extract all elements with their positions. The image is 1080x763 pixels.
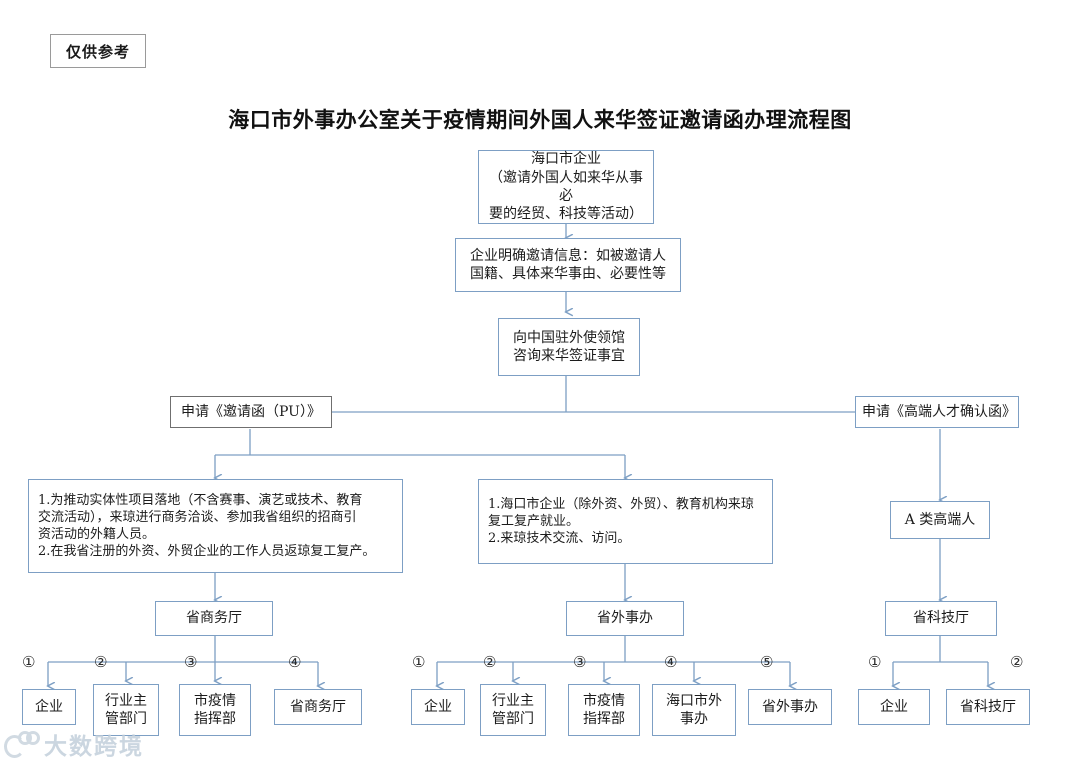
- left-step-1-label: 企业: [35, 698, 63, 715]
- right-step-1-number: ①: [868, 653, 882, 671]
- left-step-3-box: 市疫情 指挥部: [179, 684, 251, 736]
- middle-step-5-number: ⑤: [760, 653, 774, 671]
- left-step-4-label: 省商务厅: [290, 698, 346, 715]
- middle-step-4-number: ④: [664, 653, 678, 671]
- branch-talent-letter-label: 申请《高端人才确认函》: [862, 403, 1016, 420]
- dept-commerce-label: 省商务厅: [186, 610, 242, 627]
- middle-step-3-box: 市疫情 指挥部: [568, 684, 640, 736]
- detail-left-label: 1.为推动实体性项目落地（不含赛事、演艺或技术、教育 交流活动），来琼进行商务洽…: [38, 492, 376, 560]
- detail-middle: 1.海口市企业（除外资、外贸）、教育机构来琼 复工复产就业。 2.来琼技术交流、…: [478, 479, 773, 564]
- left-step-4-box: 省商务厅: [274, 689, 362, 725]
- reference-badge: 仅供参考: [50, 34, 146, 68]
- watermark-text: 大数跨境: [44, 734, 144, 760]
- dept-science-label: 省科技厅: [913, 610, 969, 627]
- left-step-4-number: ④: [288, 653, 302, 671]
- right-step-2-number: ②: [1010, 653, 1024, 671]
- branch-pu-letter: 申请《邀请函（PU）》: [170, 396, 332, 428]
- middle-step-5-label: 省外事办: [762, 698, 818, 715]
- middle-step-2-label: 行业主 管部门: [492, 692, 534, 727]
- detail-right-talent-type: A 类高端人: [890, 501, 990, 539]
- reference-badge-label: 仅供参考: [65, 42, 130, 61]
- page-title: 海口市外事办公室关于疫情期间外国人来华签证邀请函办理流程图: [228, 107, 852, 132]
- middle-step-4-box: 海口市外 事办: [652, 684, 736, 736]
- left-step-1-box: 企业: [22, 689, 76, 725]
- middle-step-4-label: 海口市外 事办: [666, 692, 722, 727]
- branch-pu-letter-label: 申请《邀请函（PU）》: [181, 403, 321, 420]
- dept-foreign-affairs: 省外事办: [566, 601, 684, 636]
- node-consulate: 向中国驻外使领馆 咨询来华签证事宜: [498, 318, 640, 376]
- left-step-3-number: ③: [184, 653, 198, 671]
- left-step-2-number: ②: [94, 653, 108, 671]
- node-invite-info-label: 企业明确邀请信息：如被邀请人 国籍、具体来华事由、必要性等: [470, 247, 666, 282]
- middle-step-1-label: 企业: [424, 698, 452, 715]
- dept-science: 省科技厅: [885, 601, 997, 636]
- middle-step-3-number: ③: [573, 653, 587, 671]
- node-enterprise-label: 海口市企业 （邀请外国人如来华从事必 要的经贸、科技等活动）: [489, 151, 643, 223]
- node-consulate-label: 向中国驻外使领馆 咨询来华签证事宜: [513, 329, 625, 364]
- left-step-2-box: 行业主 管部门: [93, 684, 159, 736]
- middle-step-3-label: 市疫情 指挥部: [583, 692, 625, 727]
- detail-left: 1.为推动实体性项目落地（不含赛事、演艺或技术、教育 交流活动），来琼进行商务洽…: [28, 479, 403, 573]
- right-step-2-label: 省科技厅: [960, 698, 1016, 715]
- middle-step-1-number: ①: [412, 653, 426, 671]
- middle-step-2-box: 行业主 管部门: [480, 684, 546, 736]
- middle-step-5-box: 省外事办: [748, 689, 832, 725]
- watermark-logo-icon: [4, 731, 40, 758]
- node-enterprise: 海口市企业 （邀请外国人如来华从事必 要的经贸、科技等活动）: [478, 150, 654, 224]
- right-step-1-label: 企业: [880, 698, 908, 715]
- right-step-2-box: 省科技厅: [946, 689, 1030, 725]
- left-step-1-number: ①: [22, 653, 36, 671]
- left-step-3-label: 市疫情 指挥部: [194, 692, 236, 727]
- dept-foreign-affairs-label: 省外事办: [597, 610, 653, 627]
- dept-commerce: 省商务厅: [155, 601, 273, 636]
- branch-talent-letter: 申请《高端人才确认函》: [855, 396, 1019, 428]
- node-invite-info: 企业明确邀请信息：如被邀请人 国籍、具体来华事由、必要性等: [455, 238, 681, 292]
- middle-step-2-number: ②: [483, 653, 497, 671]
- left-step-2-label: 行业主 管部门: [105, 692, 147, 727]
- detail-middle-label: 1.海口市企业（除外资、外贸）、教育机构来琼 复工复产就业。 2.来琼技术交流、…: [488, 496, 754, 547]
- middle-step-1-box: 企业: [411, 689, 465, 725]
- detail-right-talent-type-label: A 类高端人: [904, 511, 976, 528]
- right-step-1-box: 企业: [858, 689, 930, 725]
- watermark: 大数跨境: [4, 726, 144, 762]
